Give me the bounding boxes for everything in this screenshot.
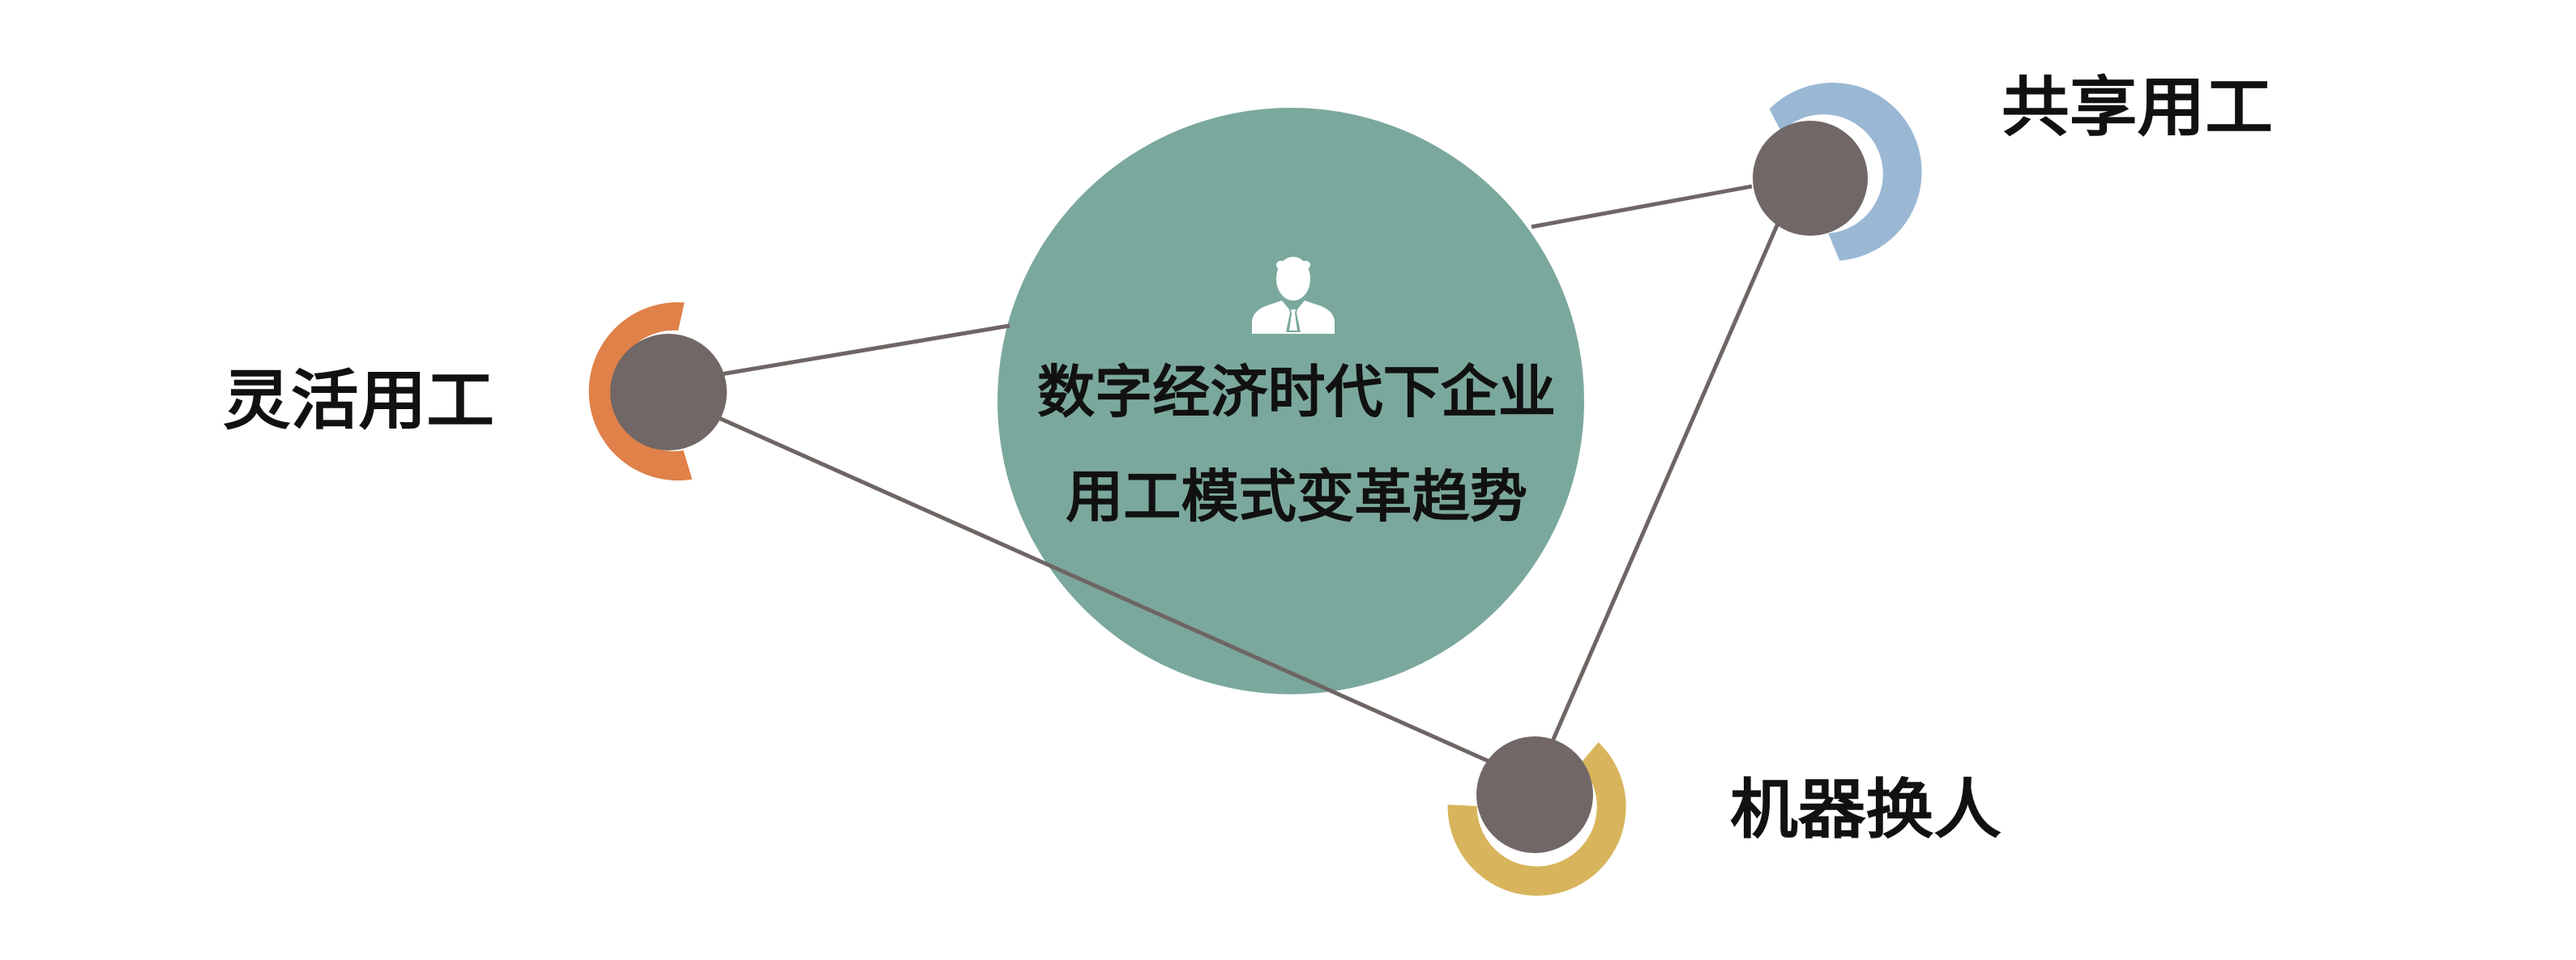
center-circle — [998, 108, 1584, 694]
node-label-flexible: 灵活用工 — [223, 363, 494, 438]
arc-flexible — [588, 302, 693, 481]
connector-shared-robot — [1547, 211, 1785, 749]
businessman-icon — [1252, 257, 1335, 334]
node-circle-shared — [1753, 121, 1868, 236]
arc-shared — [1769, 83, 1922, 261]
node-robot — [1447, 736, 1626, 896]
node-label-shared: 共享用工 — [2001, 70, 2273, 145]
node-shared — [1753, 83, 1922, 261]
node-flexible — [588, 302, 727, 481]
node-circle-flexible — [610, 334, 727, 450]
connector-center-shared — [1531, 184, 1753, 229]
center-title-line2: 用工模式变革趋势 — [1066, 463, 1527, 530]
center-title-line1: 数字经济时代下企业 — [1037, 359, 1556, 425]
node-circle-robot — [1476, 736, 1593, 853]
connector-flexible-robot — [663, 391, 1491, 764]
arc-robot — [1447, 742, 1626, 896]
node-label-robot: 机器换人 — [1730, 772, 2001, 847]
